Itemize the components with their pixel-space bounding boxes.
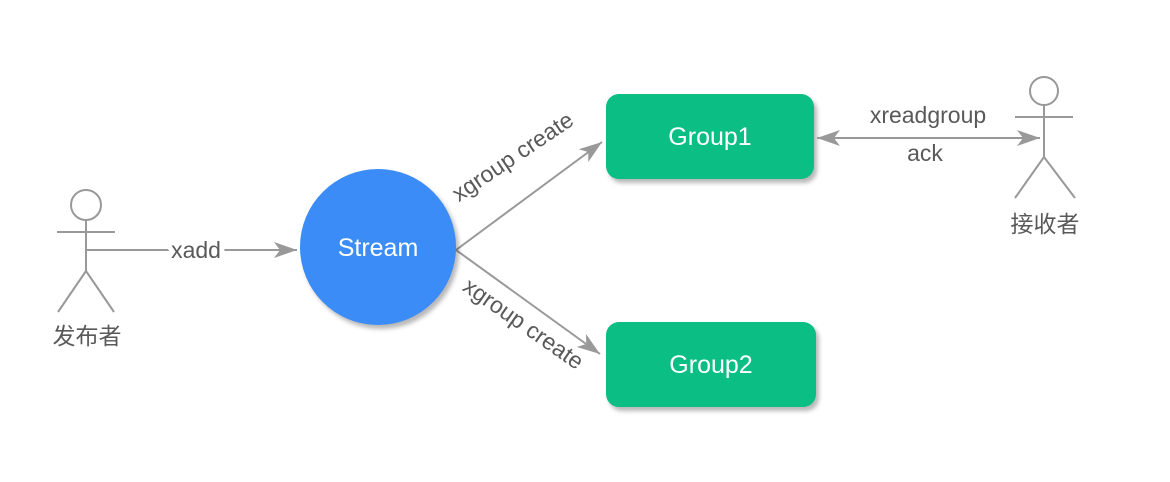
receiver-head — [1029, 76, 1059, 106]
group1-node-label: Group1 — [668, 123, 751, 151]
receiver-leg-left — [1014, 156, 1045, 199]
group2-node-shape — [606, 322, 816, 407]
ack-edge-label: ack — [907, 140, 943, 166]
group1-node: Group1 — [606, 94, 814, 179]
stream-node-label: Stream — [338, 234, 419, 262]
xadd-edge-label: xadd — [171, 237, 221, 263]
publisher-head — [70, 189, 102, 221]
receiver-label: 接收者 — [1011, 211, 1080, 237]
edge-stream-group2-label: xgroup create — [459, 272, 589, 374]
group2-node-label: Group2 — [669, 351, 752, 379]
edge-publisher-stream: xadd — [87, 232, 297, 268]
publisher-label: 发布者 — [53, 323, 122, 349]
publisher-actor: 发布者 — [53, 189, 122, 349]
edge-stream-group2: xgroup create — [455, 249, 601, 374]
group2-node: Group2 — [606, 322, 816, 407]
receiver-leg-right — [1043, 156, 1076, 199]
edge-stream-group2-line — [455, 249, 601, 355]
edge-group1-receiver: xreadgroup ack — [817, 102, 1040, 166]
receiver-actor: 接收者 — [1011, 76, 1080, 237]
edge-stream-group1: xgroup create — [447, 106, 603, 251]
stream-node: Stream — [300, 169, 456, 325]
publisher-leg-right — [85, 270, 115, 313]
stream-node-shape — [300, 169, 456, 325]
edge-stream-group1-label: xgroup create — [447, 106, 578, 206]
publisher-leg-left — [57, 270, 87, 313]
xreadgroup-edge-label: xreadgroup — [870, 102, 986, 128]
group1-node-shape — [606, 94, 814, 179]
edge-stream-group1-line — [455, 141, 603, 251]
